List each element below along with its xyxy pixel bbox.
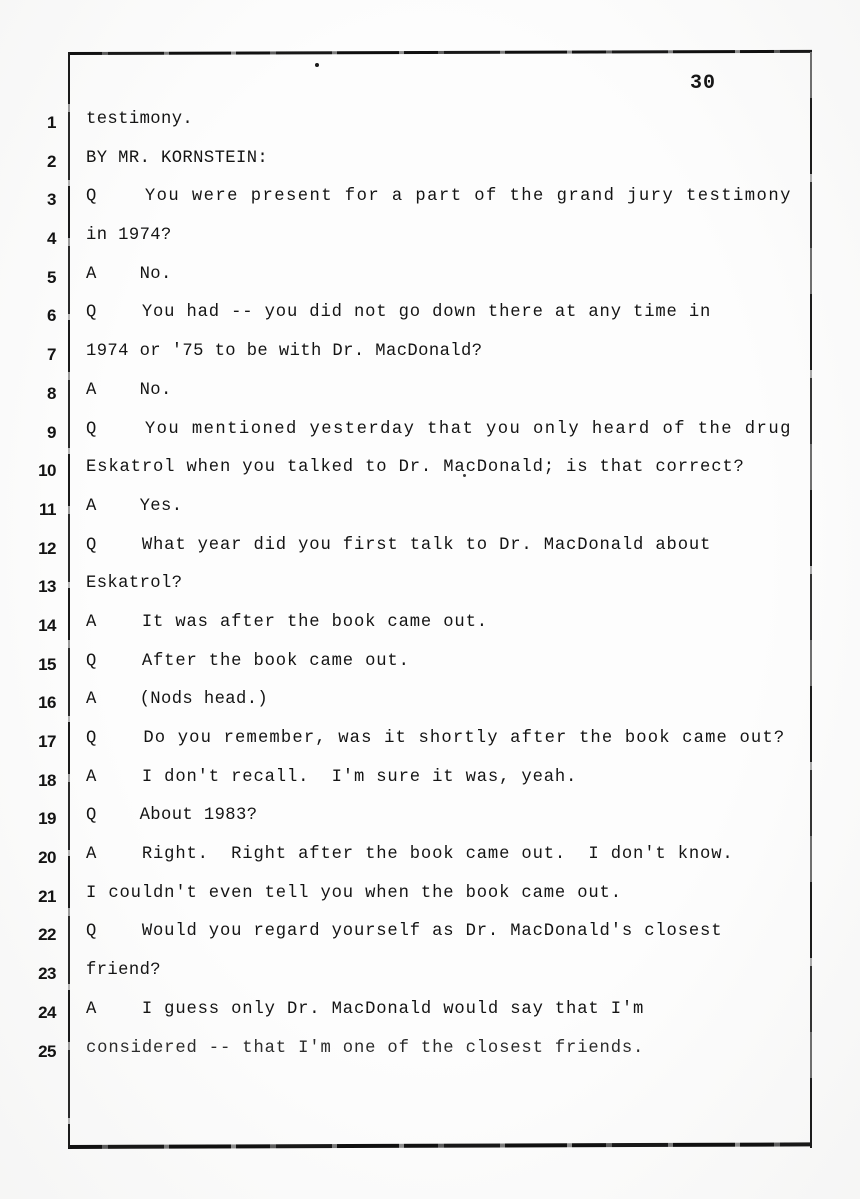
line-number: 7 bbox=[47, 345, 56, 365]
transcript-line: 11 A Yes. bbox=[0, 497, 860, 536]
transcript-line: 19 Q About 1983? bbox=[0, 806, 860, 845]
transcript-line: 7 1974 or '75 to be with Dr. MacDonald? bbox=[0, 342, 860, 381]
line-number: 6 bbox=[47, 306, 56, 326]
line-number: 4 bbox=[47, 229, 56, 249]
frame-left-rule bbox=[68, 52, 70, 1148]
transcript-line: 9 Q You mentioned yesterday that you onl… bbox=[0, 420, 860, 459]
line-text: I couldn't even tell you when the book c… bbox=[86, 883, 622, 903]
transcript-line: 5 A No. bbox=[0, 265, 860, 304]
line-number: 22 bbox=[38, 925, 56, 945]
transcript-line: 22 Q Would you regard yourself as Dr. Ma… bbox=[0, 922, 860, 961]
line-number: 20 bbox=[38, 848, 56, 868]
line-text: in 1974? bbox=[86, 226, 172, 246]
transcript-line: 1 testimony. bbox=[0, 110, 860, 149]
line-number: 24 bbox=[38, 1002, 56, 1022]
line-text: testimony. bbox=[86, 110, 194, 129]
transcript-line: 16 A (Nods head.) bbox=[0, 690, 860, 729]
line-number: 9 bbox=[47, 422, 56, 442]
line-number: 5 bbox=[47, 267, 56, 287]
transcript-line: 20 A Right. Right after the book came ou… bbox=[0, 845, 860, 884]
transcript-line: 12 Q What year did you first talk to Dr.… bbox=[0, 536, 860, 575]
transcript-line: 2 BY MR. KORNSTEIN: bbox=[0, 149, 860, 188]
line-text: A (Nods head.) bbox=[86, 690, 269, 710]
ink-speck-secondary bbox=[463, 474, 466, 477]
line-number: 12 bbox=[38, 538, 56, 558]
transcript-line: 10 Eskatrol when you talked to Dr. MacDo… bbox=[0, 458, 860, 497]
line-text: Eskatrol? bbox=[86, 574, 183, 594]
line-text: Q You were present for a part of the gra… bbox=[86, 187, 792, 207]
line-number: 18 bbox=[38, 770, 56, 790]
transcript-line: 23 friend? bbox=[0, 961, 860, 1000]
transcript-line: 15 Q After the book came out. bbox=[0, 652, 860, 691]
line-number: 10 bbox=[38, 461, 56, 481]
line-text: Q Would you regard yourself as Dr. MacDo… bbox=[86, 922, 723, 942]
line-text: Q You had -- you did not go down there a… bbox=[86, 303, 712, 323]
transcript-line: 3 Q You were present for a part of the g… bbox=[0, 187, 860, 226]
line-text: friend? bbox=[86, 961, 161, 981]
line-text: Q What year did you first talk to Dr. Ma… bbox=[86, 535, 712, 555]
line-text: A Right. Right after the book came out. … bbox=[86, 845, 734, 865]
line-text: A I guess only Dr. MacDonald would say t… bbox=[86, 999, 645, 1019]
transcript-line: 18 A I don't recall. I'm sure it was, ye… bbox=[0, 768, 860, 807]
transcript-line: 6 Q You had -- you did not go down there… bbox=[0, 303, 860, 342]
line-text: A No. bbox=[86, 380, 172, 400]
line-text: Q You mentioned yesterday that you only … bbox=[86, 419, 792, 439]
transcript-line: 24 A I guess only Dr. MacDonald would sa… bbox=[0, 1000, 860, 1039]
transcript-line: 13 Eskatrol? bbox=[0, 574, 860, 613]
line-number: 1 bbox=[47, 113, 56, 132]
line-text: A Yes. bbox=[86, 496, 183, 516]
line-text: A It was after the book came out. bbox=[86, 612, 488, 632]
transcript-line: 17 Q Do you remember, was it shortly aft… bbox=[0, 729, 860, 768]
line-number: 14 bbox=[38, 615, 56, 635]
transcript-line: 25 considered -- that I'm one of the clo… bbox=[0, 1039, 860, 1078]
transcript-body: 1 testimony. 2 BY MR. KORNSTEIN: 3 Q You… bbox=[0, 110, 860, 1077]
transcript-frame bbox=[67, 49, 813, 1149]
line-number: 16 bbox=[38, 693, 56, 713]
page-number: 30 bbox=[690, 72, 717, 95]
line-number: 25 bbox=[38, 1041, 56, 1061]
line-text: 1974 or '75 to be with Dr. MacDonald? bbox=[86, 342, 483, 362]
line-text: Q After the book came out. bbox=[86, 651, 410, 671]
line-text: BY MR. KORNSTEIN: bbox=[86, 148, 269, 168]
line-text: Eskatrol when you talked to Dr. MacDonal… bbox=[86, 458, 745, 478]
transcript-line: 14 A It was after the book came out. bbox=[0, 613, 860, 652]
transcript-line: 4 in 1974? bbox=[0, 226, 860, 265]
line-number: 2 bbox=[47, 151, 56, 171]
line-number: 21 bbox=[38, 886, 56, 906]
line-text: considered -- that I'm one of the closes… bbox=[86, 1038, 645, 1058]
frame-top-rule bbox=[67, 49, 813, 55]
transcript-line: 21 I couldn't even tell you when the boo… bbox=[0, 884, 860, 923]
ink-speck bbox=[315, 63, 319, 67]
line-text: Q Do you remember, was it shortly after … bbox=[86, 729, 786, 748]
frame-bottom-rule bbox=[67, 1142, 813, 1149]
line-number: 23 bbox=[38, 964, 56, 984]
line-text: A No. bbox=[86, 264, 172, 284]
line-number: 15 bbox=[38, 654, 56, 674]
line-number: 19 bbox=[38, 809, 56, 829]
line-number: 8 bbox=[47, 383, 56, 403]
line-number: 13 bbox=[38, 577, 56, 597]
line-number: 17 bbox=[38, 732, 56, 751]
line-number: 11 bbox=[39, 499, 56, 519]
transcript-line: 8 A No. bbox=[0, 381, 860, 420]
line-text: A I don't recall. I'm sure it was, yeah. bbox=[86, 767, 578, 787]
frame-right-rule bbox=[810, 52, 812, 1148]
line-number: 3 bbox=[47, 190, 56, 210]
line-text: Q About 1983? bbox=[86, 806, 258, 826]
